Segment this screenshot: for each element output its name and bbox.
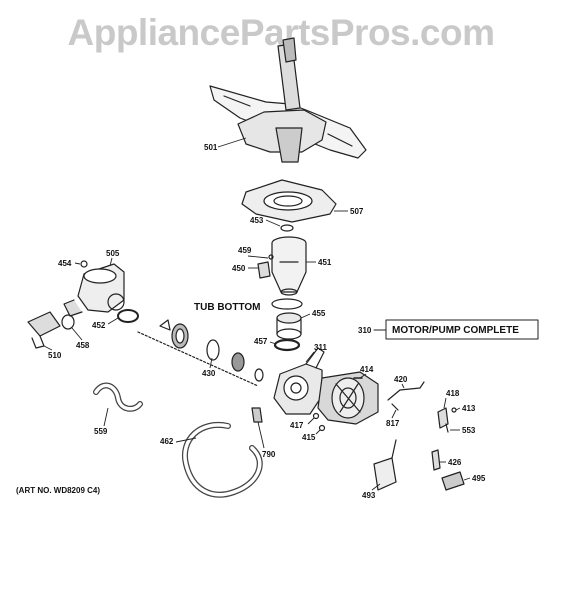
part-label-414: 414 <box>360 365 374 374</box>
part-label-559: 559 <box>94 427 108 436</box>
part-495 <box>441 471 465 491</box>
motor <box>317 371 379 425</box>
part-label-553: 553 <box>462 426 476 435</box>
part-label-451: 451 <box>318 258 332 267</box>
part-label-458: 458 <box>76 341 90 350</box>
hose-559-inner <box>94 383 142 411</box>
part-label-415: 415 <box>302 433 316 442</box>
part-label-426: 426 <box>448 458 462 467</box>
part-label-501: 501 <box>204 143 218 152</box>
part-label-817: 817 <box>386 419 400 428</box>
part-label-507: 507 <box>350 207 364 216</box>
part-label-462: 462 <box>160 437 174 446</box>
part-426 <box>431 449 441 471</box>
part-label-455: 455 <box>312 309 326 318</box>
part-label-453: 453 <box>250 216 264 225</box>
part-label-452: 452 <box>92 321 106 330</box>
connector-510 <box>27 311 61 349</box>
part-label-790: 790 <box>262 450 276 459</box>
part-790 <box>251 407 263 423</box>
impeller-group-430 <box>137 319 264 387</box>
part-label-454: 454 <box>58 259 72 268</box>
part-455 <box>276 312 302 340</box>
part-label-417: 417 <box>290 421 304 430</box>
wire-420 <box>387 381 425 401</box>
part-459 <box>268 254 274 260</box>
clamp-458 <box>61 314 75 330</box>
part-413 <box>451 407 457 413</box>
part-labels: 501 507 453 459 450 451 454 505 455 452 … <box>48 143 519 500</box>
part-label-457: 457 <box>254 337 268 346</box>
part-label-459: 459 <box>238 246 252 255</box>
part-454 <box>80 260 88 268</box>
part-label-510: 510 <box>48 351 62 360</box>
part-label-418: 418 <box>446 389 460 398</box>
pump-housing-505 <box>63 263 125 317</box>
part-817 <box>391 403 399 411</box>
leader-lines <box>43 137 471 491</box>
tub-bottom-label: TUB BOTTOM <box>194 302 260 313</box>
part-label-495: 495 <box>472 474 486 483</box>
part-417 <box>312 412 320 420</box>
part-label-420: 420 <box>394 375 408 384</box>
tub-bottom-ring <box>271 298 303 310</box>
pump-311 <box>273 347 325 415</box>
bracket-493 <box>373 457 397 491</box>
drain-hose-462-inner <box>183 423 262 497</box>
art-number: (ART NO. WD8209 C4) <box>16 486 101 495</box>
filter-plate <box>241 179 337 223</box>
part-label-430: 430 <box>202 369 216 378</box>
part-label-311: 311 <box>314 343 327 352</box>
part-553 <box>445 423 449 433</box>
spray-arm <box>209 37 367 163</box>
pump-housing-cover <box>271 236 307 296</box>
bracket-493-arm <box>391 439 397 459</box>
part-418 <box>437 407 449 429</box>
motor-pump-complete-label: MOTOR/PUMP COMPLETE <box>392 325 519 336</box>
clamp-452 <box>117 309 139 323</box>
part-label-413: 413 <box>462 404 476 413</box>
part-label-493: 493 <box>362 491 376 500</box>
part-label-505: 505 <box>106 249 120 258</box>
part-415 <box>318 424 326 432</box>
part-450 <box>257 261 271 279</box>
clamp-457 <box>273 338 301 352</box>
part-label-450: 450 <box>232 264 246 273</box>
motor-pump-number: 310 <box>358 326 372 335</box>
o-ring-453 <box>280 224 294 232</box>
